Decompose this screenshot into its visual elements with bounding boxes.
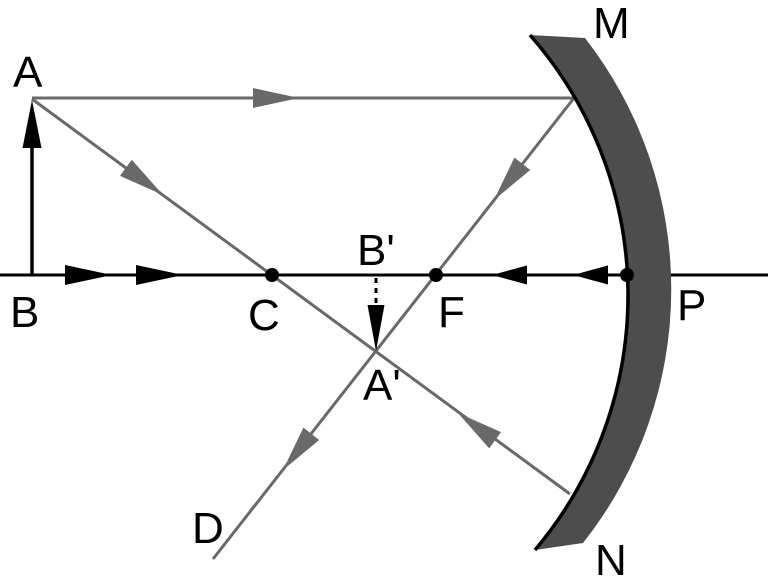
label-focus: F	[438, 288, 465, 337]
reflected-ray-upper-arrowhead-icon	[494, 157, 531, 200]
reflected-ray-lower-arrowhead-icon	[283, 427, 320, 470]
label-pole: P	[677, 281, 706, 330]
object-arrowhead-icon	[22, 100, 42, 148]
axis-left-arrowhead-2-icon	[573, 265, 608, 285]
axis-arrowheads	[65, 265, 608, 285]
axis-right-arrowhead-2-icon	[136, 265, 183, 285]
focus-point	[429, 268, 443, 282]
label-center-of-curvature: C	[248, 291, 280, 340]
label-object-base: B	[10, 288, 39, 337]
center-ray-return-arrowhead-icon	[458, 413, 501, 449]
center-of-curvature-point	[265, 268, 279, 282]
axis-right-arrowhead-1-icon	[65, 265, 112, 285]
image-arrow	[367, 278, 385, 351]
image-arrowhead-icon	[367, 305, 385, 351]
parallel-ray-arrowhead-icon	[253, 88, 299, 108]
pole-point	[620, 268, 634, 282]
object-arrow	[22, 100, 42, 275]
axis-left-arrowhead-1-icon	[492, 265, 527, 285]
label-mirror-top: M	[593, 0, 630, 48]
light-rays	[31, 96, 576, 560]
axis-points	[265, 268, 634, 282]
label-image-base: B'	[357, 226, 395, 275]
label-image-top: A'	[363, 361, 401, 410]
label-object-top: A	[13, 48, 43, 97]
center-ray-arrowhead-icon	[120, 159, 163, 195]
mirror-reflective-surface	[528, 33, 630, 552]
label-ray-direction: D	[192, 504, 224, 553]
ray-arrowheads	[120, 88, 531, 470]
label-mirror-bottom: N	[595, 536, 627, 585]
mirror-body	[530, 35, 672, 550]
